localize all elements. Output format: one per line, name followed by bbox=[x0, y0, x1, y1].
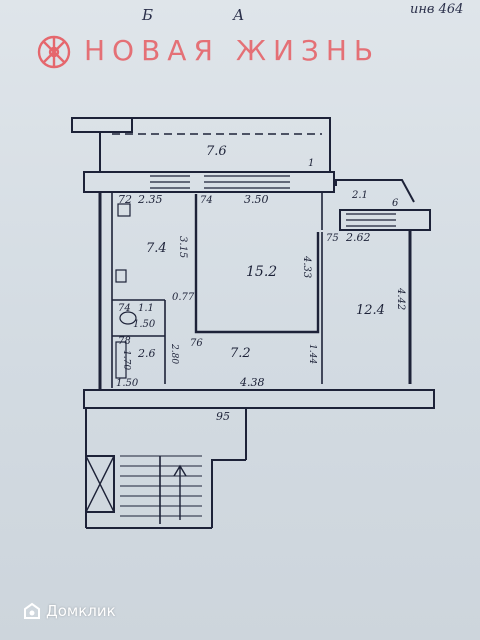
bath-sink bbox=[119, 311, 137, 325]
top-exterior-wall bbox=[83, 171, 335, 193]
right-exterior-wall bbox=[339, 209, 431, 231]
hall-side: 1.50 bbox=[116, 378, 139, 389]
room-index-74: 74 bbox=[200, 195, 213, 206]
balcony-small-area: 2.1 bbox=[351, 190, 368, 201]
kitchen-length: 3.15 bbox=[177, 236, 188, 258]
elevator-shaft bbox=[85, 455, 115, 513]
bottom-exterior-wall bbox=[83, 389, 435, 409]
living-width: 3.50 bbox=[244, 193, 269, 206]
stair-treads bbox=[120, 455, 202, 517]
toilet-depth: 2.80 bbox=[169, 343, 179, 364]
bath-extra: 0.77 bbox=[172, 292, 195, 303]
hall-width: 1.44 bbox=[307, 344, 317, 364]
right-windows bbox=[346, 213, 396, 227]
stair-label: 95 bbox=[216, 410, 230, 423]
balcony-top-area: 7.6 bbox=[206, 144, 227, 159]
room-index-75: 75 bbox=[326, 233, 339, 244]
logo-icon bbox=[37, 35, 71, 69]
toilet-area: 2.6 bbox=[137, 347, 156, 360]
bath-width: 1.50 bbox=[133, 319, 156, 330]
bedroom-width: 2.62 bbox=[345, 231, 371, 244]
room-index-1: 1 bbox=[308, 158, 314, 169]
balcony-top-left-slab bbox=[71, 117, 133, 133]
logo-text: НОВАЯ ЖИЗНЬ bbox=[84, 34, 381, 67]
wall-living-bottom bbox=[194, 232, 320, 334]
stair-arrow bbox=[173, 464, 187, 520]
toilet-fixture bbox=[115, 341, 127, 379]
kitchen-area: 7.4 bbox=[146, 241, 167, 256]
header-letter-b: Б bbox=[142, 6, 154, 24]
domclick-watermark: Домклик bbox=[46, 602, 116, 620]
stair-core-outline bbox=[85, 408, 247, 529]
bath-area: 1.1 bbox=[138, 303, 154, 314]
kitchen-sink bbox=[115, 269, 127, 283]
elevator-cross bbox=[85, 455, 115, 513]
room-index-6: 6 bbox=[392, 198, 399, 209]
room-index-74b: 74 bbox=[118, 303, 131, 314]
kitchen-stove bbox=[117, 203, 131, 217]
toilet-length: 1.70 bbox=[121, 350, 131, 370]
room-index-76: 76 bbox=[190, 338, 203, 349]
domclick-icon bbox=[24, 602, 40, 619]
room-index-72: 72 bbox=[118, 193, 132, 206]
kitchen-width: 2.35 bbox=[137, 193, 163, 206]
inventory-number: инв 464 bbox=[410, 2, 464, 17]
top-windows bbox=[150, 175, 290, 189]
balcony-small-outline bbox=[335, 179, 415, 203]
bedroom-area: 12.4 bbox=[356, 303, 385, 318]
living-length: 4.33 bbox=[301, 255, 312, 278]
header-letter-a: А bbox=[233, 6, 245, 24]
hall-area: 7.2 bbox=[230, 346, 251, 361]
room-index-78: 78 bbox=[118, 336, 131, 347]
hall-length: 4.38 bbox=[239, 376, 265, 389]
bedroom-length: 4.42 bbox=[395, 287, 406, 310]
living-area: 15.2 bbox=[246, 264, 277, 280]
